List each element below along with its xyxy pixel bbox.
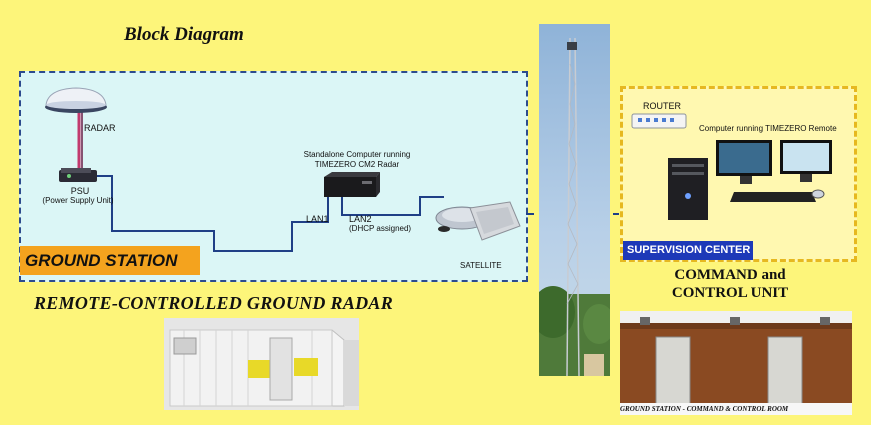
command-caption-line2: CONTROL UNIT xyxy=(671,285,789,301)
supervision-center-tag: SUPERVISION CENTER xyxy=(623,241,753,260)
psu-to-computer-line xyxy=(96,175,329,252)
control-room-photo xyxy=(620,311,852,415)
psu-icon xyxy=(59,168,97,182)
satellite-antenna-icon xyxy=(435,201,521,241)
psu-label: PSU xyxy=(70,186,90,196)
command-caption-line1: COMMAND and xyxy=(674,267,786,283)
router-label: ROUTER xyxy=(643,101,681,111)
tower-photo xyxy=(539,24,610,376)
lan2-sublabel: (DHCP assigned) xyxy=(349,224,412,233)
supervision-workstation-icon xyxy=(668,140,832,220)
supervision-computer-label: Computer running TIMEZERO Remote xyxy=(699,124,837,133)
standalone-computer-icon xyxy=(324,172,380,197)
container-photo xyxy=(164,318,359,410)
remote-radar-caption: REMOTE-CONTROLLED GROUND RADAR xyxy=(34,293,394,313)
computer-to-satellite-line xyxy=(341,196,444,216)
control-room-caption: GROUND STATION - COMMAND & CONTROL ROOM xyxy=(620,405,789,413)
ground-station-tag: GROUND STATION xyxy=(20,246,200,275)
diagram-title: Block Diagram xyxy=(124,24,244,45)
lan1-label: LAN1 xyxy=(306,214,329,224)
command-control-caption: COMMAND and CONTROL UNIT xyxy=(640,266,820,302)
psu-sublabel: (Power Supply Unit) xyxy=(42,196,114,205)
router-icon xyxy=(631,113,687,129)
lan2-label: LAN2 xyxy=(349,214,372,224)
radar-dome-icon xyxy=(45,87,107,113)
antenna-tower-icon xyxy=(539,37,610,376)
computer-label-line2: TIMEZERO CM2 Radar xyxy=(314,160,400,169)
radar-label: RADAR xyxy=(84,123,116,133)
computer-label-line1: Standalone Computer running xyxy=(303,150,411,159)
satellite-label: SATELLITE xyxy=(460,261,502,270)
